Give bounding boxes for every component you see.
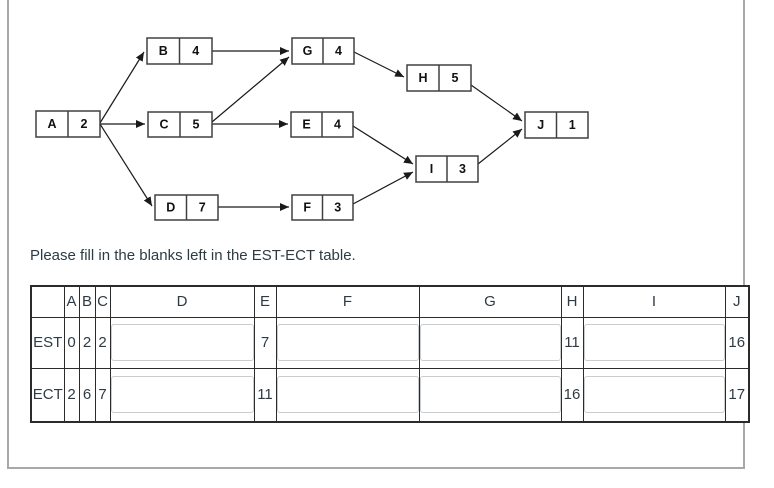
row-label-EST: EST [30, 316, 65, 369]
col-header-F: F [275, 285, 420, 318]
col-header-E: E [253, 285, 277, 318]
instruction-text: Please fill in the blanks left in the ES… [30, 247, 356, 264]
cell-EST-B: 2 [78, 316, 96, 369]
edge-F-I [352, 171, 414, 205]
node-C-label: C [159, 118, 168, 132]
cell-ECT-B: 6 [78, 367, 96, 423]
col-header-A: A [63, 285, 80, 318]
cell-ECT-E: 11 [253, 367, 277, 423]
cell-EST-E: 7 [253, 316, 277, 369]
col-header-blank [30, 285, 65, 318]
node-B-label: B [159, 44, 168, 58]
col-header-G: G [418, 285, 562, 318]
cell-EST-A: 0 [63, 316, 80, 369]
node-H-label: H [418, 71, 427, 85]
cell-ECT-D [109, 367, 255, 423]
input-ECT-D[interactable] [111, 376, 253, 414]
col-header-D: D [109, 285, 255, 318]
input-EST-D[interactable] [111, 324, 253, 361]
edge-E-I [352, 125, 414, 165]
edge-A-B [99, 51, 145, 124]
node-F-duration: 3 [334, 201, 341, 215]
cell-ECT-G [418, 367, 562, 423]
node-E-label: E [302, 118, 310, 132]
cell-ECT-I [582, 367, 726, 423]
node-D-label: D [166, 201, 175, 215]
cell-ECT-A: 2 [63, 367, 80, 423]
node-B-duration: 4 [192, 44, 199, 58]
cell-ECT-J: 17 [724, 367, 750, 423]
cell-ECT-C: 7 [94, 367, 111, 423]
input-EST-G[interactable] [420, 324, 560, 361]
edge-G-H [353, 51, 405, 78]
input-ECT-I[interactable] [584, 376, 724, 414]
cell-ECT-H: 16 [560, 367, 584, 423]
node-C-duration: 5 [193, 118, 200, 132]
node-G-duration: 4 [335, 44, 342, 58]
col-header-I: I [582, 285, 726, 318]
cell-ECT-F [275, 367, 420, 423]
col-header-C: C [94, 285, 111, 318]
cell-EST-G [418, 316, 562, 369]
node-I-label: I [430, 162, 433, 176]
cell-EST-J: 16 [724, 316, 750, 369]
input-ECT-G[interactable] [420, 376, 560, 414]
node-E-duration: 4 [334, 118, 341, 132]
node-J-label: J [537, 118, 544, 132]
edge-I-J [477, 128, 523, 165]
col-header-H: H [560, 285, 584, 318]
cell-EST-I [582, 316, 726, 369]
col-header-J: J [724, 285, 750, 318]
input-EST-I[interactable] [584, 324, 724, 361]
node-J-duration: 1 [569, 118, 576, 132]
col-header-B: B [78, 285, 96, 318]
edge-A-D [99, 123, 153, 207]
cell-EST-F [275, 316, 420, 369]
node-I-duration: 3 [459, 162, 466, 176]
input-ECT-F[interactable] [277, 376, 418, 414]
input-EST-F[interactable] [277, 324, 418, 361]
row-label-ECT: ECT [30, 367, 65, 423]
node-G-label: G [303, 44, 313, 58]
cell-EST-H: 11 [560, 316, 584, 369]
edge-H-J [470, 84, 523, 122]
cell-EST-C: 2 [94, 316, 111, 369]
node-A-duration: 2 [81, 117, 88, 131]
edge-C-G [211, 56, 290, 123]
node-F-label: F [303, 201, 311, 215]
cell-EST-D [109, 316, 255, 369]
node-H-duration: 5 [452, 71, 459, 85]
node-D-duration: 7 [199, 201, 206, 215]
node-A-label: A [47, 117, 56, 131]
